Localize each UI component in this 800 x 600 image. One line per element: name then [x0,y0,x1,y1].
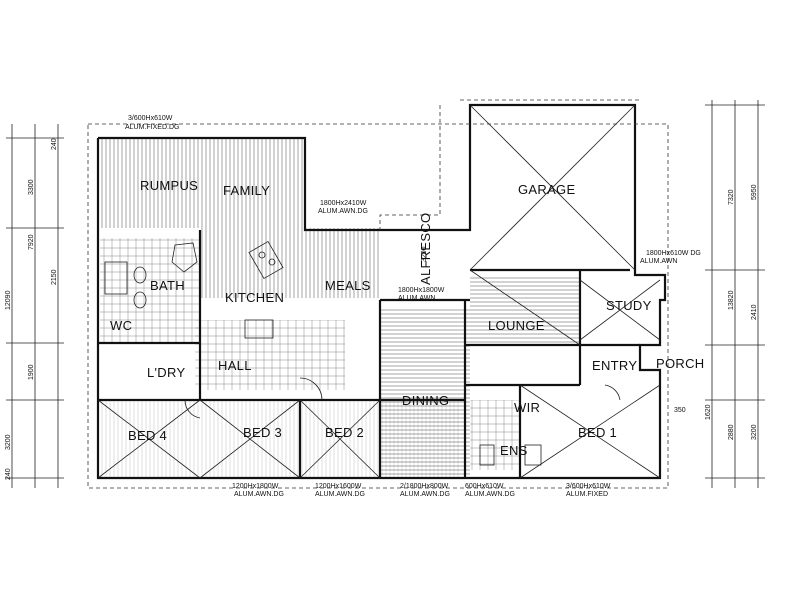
room-wir: WIR [514,400,540,415]
floor-hatching [98,138,580,480]
dim-left-d: 2150 [51,269,58,285]
dim-right-a: 5950 [751,184,758,200]
window-bottom3-size: 2/1800Hx800W [400,483,449,490]
window-bottom1-size: 1200Hx1800W [232,483,279,490]
room-family: FAMILY [223,183,270,198]
dim-left-b: 7920 [28,234,35,250]
window-bottom4-size: 600Hx610W [465,483,504,490]
dim-top-gap: 240 [51,138,58,150]
window-bottom3-type: ALUM.AWN.DG [400,491,450,498]
room-dining: DINING [402,393,449,408]
room-porch: PORCH [656,356,704,371]
dim-bottom-gap: 240 [5,468,12,480]
room-hall: HALL [218,358,252,373]
dim-3200: 3200 [421,246,428,262]
dim-right-d: 2410 [751,304,758,320]
room-bed2: BED 2 [325,425,364,440]
window-meals-size: 1800Hx1800W [398,287,445,294]
window-bottom1-type: ALUM.AWN.DG [234,491,284,498]
walls [96,103,667,480]
window-bottom5-size: 3/600Hx610W [566,483,611,490]
dim-350: 350 [674,407,686,414]
room-labels: RUMPUS FAMILY GARAGE BATH KITCHEN MEALS … [110,178,704,458]
window-bottom5-type: ALUM.FIXED [566,491,608,498]
window-family-type: ALUM.AWN.DG [318,208,368,215]
room-meals: MEALS [325,278,371,293]
window-top-size: 3/600Hx610W [128,115,173,122]
dim-right-b: 7320 [728,189,735,205]
room-ldry: L'DRY [147,365,185,380]
room-kitchen: KITCHEN [225,290,284,305]
window-study-type: ALUM.AWN [640,258,677,265]
window-meals-type: ALUM.AWN. [398,295,437,302]
window-top-type: ALUM.FIXED.DG [125,124,179,131]
dim-right-total: 13820 [728,290,735,310]
dim-right-f: 1620 [705,404,712,420]
eave-lines [87,99,669,489]
fixtures [104,240,621,466]
dim-left-a: 3300 [28,179,35,195]
room-bed1: BED 1 [578,425,617,440]
room-entry: ENTRY [592,358,637,373]
window-bottom2-type: ALUM.AWN.DG [315,491,365,498]
left-dimensions: 12090 3300 7920 3200 2150 1900 240 240 [5,124,64,488]
room-study: STUDY [606,298,652,313]
diagonal-lines [97,104,661,479]
dim-left-e: 1900 [28,364,35,380]
room-bed3: BED 3 [243,425,282,440]
window-family-size: 1800Hx2410W [320,200,367,207]
room-garage: GARAGE [518,182,575,197]
right-dimensions: 13820 5950 7320 3200 2410 2880 1620 350 … [421,100,765,488]
dim-left-total: 12090 [5,290,12,310]
window-labels: 3/600Hx610W ALUM.FIXED.DG 1800Hx2410W AL… [125,115,701,498]
dim-left-c: 3200 [5,434,12,450]
window-bottom2-size: 1200Hx1600W [315,483,362,490]
room-lounge: LOUNGE [488,318,545,333]
room-alfresco: ALFRESCO [418,213,433,285]
window-study-size: 1800Hx610W DG [646,250,701,257]
room-wc: WC [110,318,132,333]
dim-right-c: 3200 [751,424,758,440]
room-bath: BATH [150,278,185,293]
window-bottom4-type: ALUM.AWN.DG [465,491,515,498]
room-rumpus: RUMPUS [140,178,198,193]
room-ens: ENS [500,443,528,458]
room-bed4: BED 4 [128,428,167,443]
dim-right-e: 2880 [728,424,735,440]
